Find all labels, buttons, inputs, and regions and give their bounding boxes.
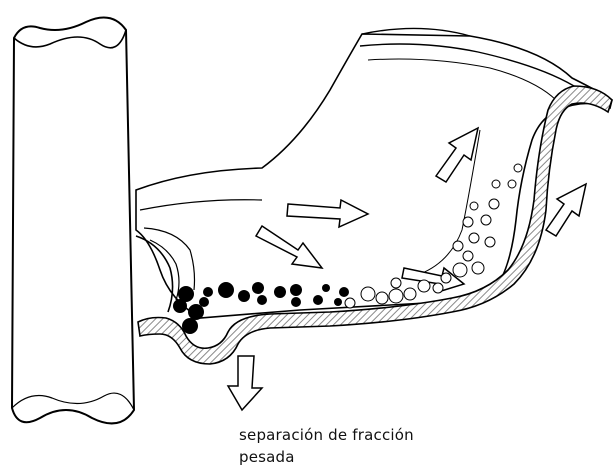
heavy-particle <box>334 298 342 306</box>
light-particle <box>453 263 467 277</box>
caption-line-1: separación de fracción <box>239 424 499 446</box>
light-particle <box>433 283 443 293</box>
heavy-particle <box>313 295 323 305</box>
vertical-shaft <box>12 18 134 424</box>
heavy-particle <box>257 295 267 305</box>
light-particle <box>376 292 388 304</box>
light-particle <box>485 237 495 247</box>
light-particle <box>472 262 484 274</box>
light-particle <box>481 215 491 225</box>
light-particle <box>453 241 463 251</box>
light-particle <box>391 278 401 288</box>
arrow-down-heavy <box>228 356 262 410</box>
light-particle <box>345 298 355 308</box>
light-particle <box>508 180 516 188</box>
light-particle <box>463 251 473 261</box>
light-particle <box>361 287 375 301</box>
heavy-particle <box>274 286 286 298</box>
heavy-particle <box>238 290 250 302</box>
light-particle <box>441 273 451 283</box>
heavy-particle <box>252 282 264 294</box>
heavy-particle <box>290 284 302 296</box>
heavy-particle <box>291 297 301 307</box>
heavy-particle <box>199 297 209 307</box>
heavy-particle <box>188 304 204 320</box>
caption-line-2: pesada <box>239 446 499 468</box>
heavy-particle <box>322 284 330 292</box>
heavy-particle <box>173 299 187 313</box>
light-particle <box>404 288 416 300</box>
light-particle <box>489 199 499 209</box>
heavy-particle <box>339 287 349 297</box>
light-particle <box>470 202 478 210</box>
heavy-particle <box>218 282 234 298</box>
light-particle <box>469 233 479 243</box>
heavy-fraction-caption: separación de fracción pesada <box>239 424 499 468</box>
light-particle <box>492 180 500 188</box>
light-particle <box>514 164 522 172</box>
heavy-particle <box>203 287 213 297</box>
heavy-particle <box>182 318 198 334</box>
arrow-up-right-outer <box>546 184 586 236</box>
light-particle <box>389 289 403 303</box>
light-particle <box>418 280 430 292</box>
light-particle <box>463 217 473 227</box>
